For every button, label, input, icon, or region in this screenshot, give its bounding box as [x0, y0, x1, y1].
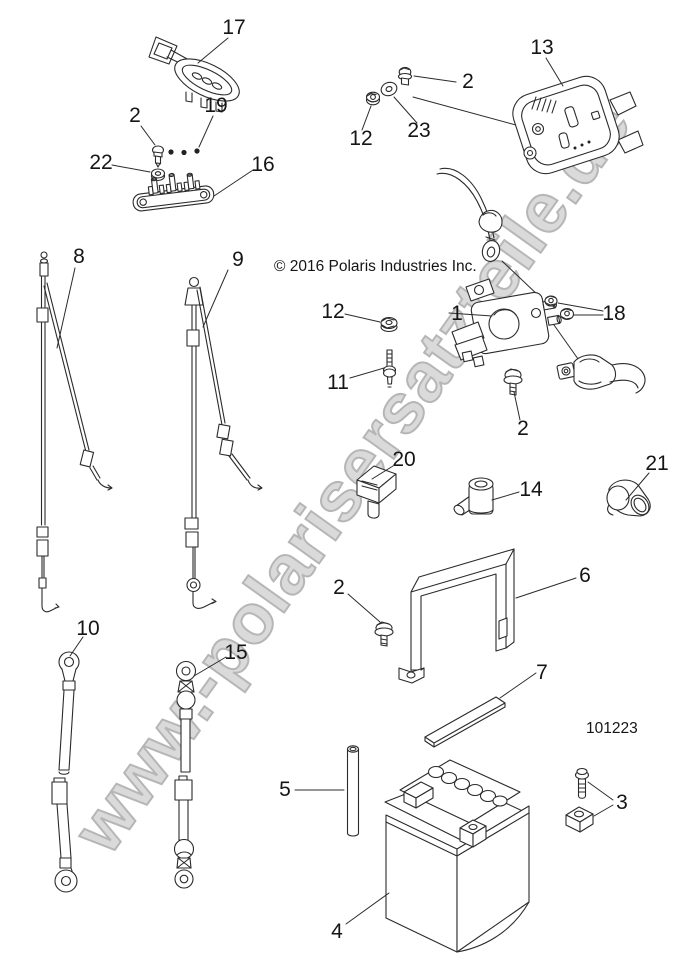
part-16-terminal-block-drawing [132, 169, 254, 212]
leader-2-bracket [347, 593, 381, 623]
callout-4: 4 [331, 920, 343, 943]
leader-7 [499, 672, 537, 699]
callout-19: 19 [204, 94, 228, 117]
part-5-vent-tube-drawing [294, 745, 360, 837]
callout-10: 10 [76, 617, 100, 640]
part-17-fuse-cover-drawing [148, 36, 240, 113]
part-7-pad-strip-drawing [424, 672, 537, 748]
callout-2-solenoid: 2 [517, 417, 529, 440]
callout-23: 23 [407, 119, 431, 142]
leader-11 [349, 367, 385, 379]
leader-23 [393, 96, 418, 124]
leader-4 [345, 892, 390, 925]
leader-3b [593, 804, 614, 817]
copyright-notice: © 2016 Polaris Industries Inc. [274, 258, 477, 275]
part-9-cable-drawing [184, 269, 263, 609]
part-4-battery-drawing [345, 759, 530, 953]
part-15-battery-cable-drawing [173, 656, 227, 889]
leader-17 [197, 37, 229, 64]
callout-14: 14 [519, 478, 543, 501]
callout-13: 13 [530, 36, 554, 59]
callout-17: 17 [222, 16, 246, 39]
leader-2-to-13 [412, 96, 528, 129]
callout-22: 22 [89, 151, 113, 174]
callout-3: 3 [616, 791, 628, 814]
callout-2-switch: 2 [462, 70, 474, 93]
leader-3a [587, 781, 614, 801]
leader-2-fuse [140, 125, 156, 146]
part-10-battery-cable-drawing [51, 636, 84, 893]
leader-8 [56, 267, 76, 349]
part-12-nut-solenoid-drawing [344, 313, 398, 333]
part-3-terminal-bolt-drawing [565, 767, 614, 833]
part-20-fuse-holder-drawing [356, 465, 397, 519]
callout-16: 16 [251, 153, 275, 176]
leader-12-switch [361, 105, 372, 131]
drawing-number: 101223 [586, 720, 638, 737]
leader-22 [111, 164, 151, 173]
callout-5: 5 [279, 778, 291, 801]
leader-14 [491, 491, 520, 501]
callout-11: 11 [327, 371, 349, 394]
leader-13 [545, 57, 564, 87]
leader-1 [448, 312, 493, 317]
leader-ring-to-stud [501, 260, 541, 298]
part-23-washer-drawing [380, 81, 418, 124]
part-11-stud-drawing [349, 349, 397, 388]
part-22-nut-drawing [111, 164, 166, 182]
callout-9: 9 [232, 248, 244, 271]
part-6-holddown-bracket-drawing [398, 548, 577, 684]
callout-2-bracket: 2 [333, 576, 345, 599]
callout-8: 8 [73, 245, 85, 268]
part-12-nut-switch-drawing [361, 91, 381, 131]
leader-19 [198, 115, 214, 148]
part-2-bolt-solenoid-drawing [503, 368, 523, 421]
part-19-balls-drawing [168, 115, 214, 156]
leader-12-solenoid [344, 313, 381, 323]
part-2-bolt-switch-drawing [397, 66, 528, 129]
leader-15 [193, 656, 227, 677]
leader-18a [557, 302, 604, 312]
leader-20 [371, 465, 394, 480]
part-14-boot-drawing [453, 477, 520, 516]
callout-1: 1 [451, 302, 463, 325]
callout-15: 15 [224, 641, 248, 664]
leader-16 [213, 169, 254, 197]
part-21-elbow-boot-drawing [606, 472, 651, 517]
leader-9 [202, 269, 229, 328]
callout-6: 6 [579, 564, 591, 587]
leader-10 [69, 636, 84, 657]
part-13-switch-housing-drawing [512, 57, 644, 175]
solenoid-boot-cable-drawing [556, 354, 646, 394]
callout-7: 7 [536, 661, 548, 684]
part-2-bolt-bracket-drawing [347, 593, 394, 647]
leader-21 [625, 472, 650, 501]
part-8-cable-drawing [36, 251, 113, 613]
callout-20: 20 [392, 448, 416, 471]
callout-12-solenoid: 12 [321, 300, 345, 323]
callout-12-switch: 12 [349, 127, 373, 150]
callout-18: 18 [602, 302, 626, 325]
part-2-screw-fuse-drawing [140, 125, 165, 168]
callout-2-fuse: 2 [129, 104, 141, 127]
leader-2-switch [413, 75, 457, 83]
leader-6 [515, 577, 577, 599]
callout-21: 21 [645, 452, 669, 475]
leader-2-solenoid [513, 391, 521, 421]
